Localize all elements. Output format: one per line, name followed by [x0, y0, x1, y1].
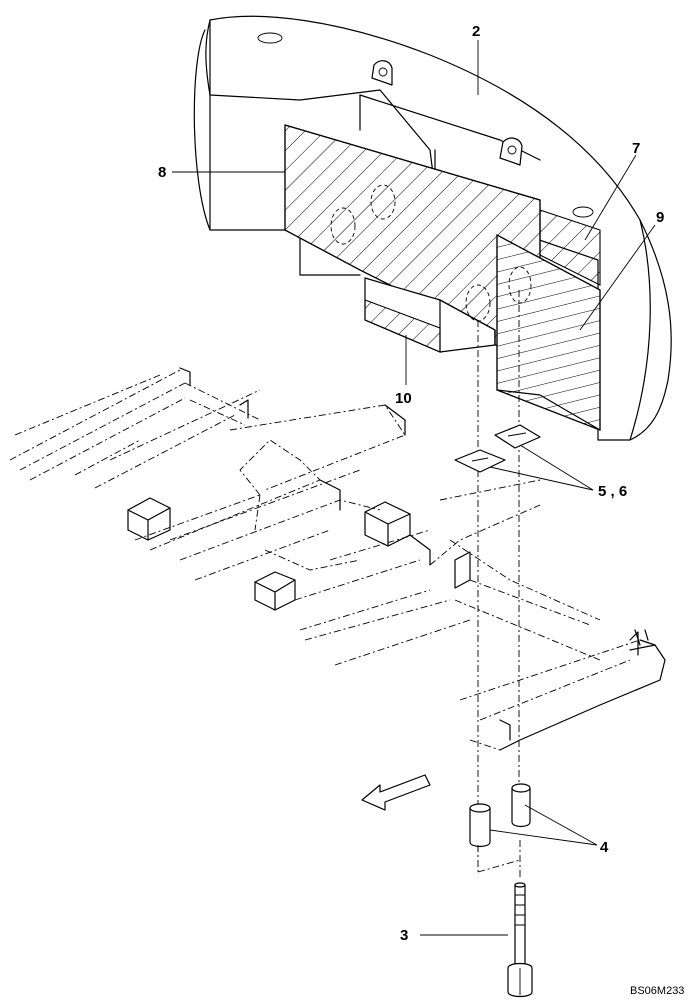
rear-rail: [459, 629, 666, 751]
plate-10: [364, 277, 496, 353]
bolt-3: [507, 882, 533, 998]
upper-frame: [9, 367, 261, 489]
plate-9: [496, 233, 601, 431]
callout-10: 10: [395, 390, 412, 407]
spacers-4: [469, 783, 531, 873]
leader-lines: [172, 40, 656, 936]
callout-2: 2: [472, 23, 480, 40]
callout-5-6: 5 , 6: [598, 483, 627, 500]
callout-8: 8: [158, 164, 166, 181]
callout-4: 4: [600, 839, 609, 856]
drawing-code: BS06M233: [630, 985, 684, 997]
alignment-lines: [477, 290, 521, 880]
callout-7: 7: [632, 140, 640, 157]
plate-7: [539, 209, 601, 286]
shims-5-6: [454, 424, 541, 473]
callout-3: 3: [400, 927, 408, 944]
main-frame: [127, 404, 601, 666]
direction-arrow: [361, 774, 431, 811]
callout-9: 9: [656, 209, 664, 226]
plate-8: [284, 124, 541, 351]
